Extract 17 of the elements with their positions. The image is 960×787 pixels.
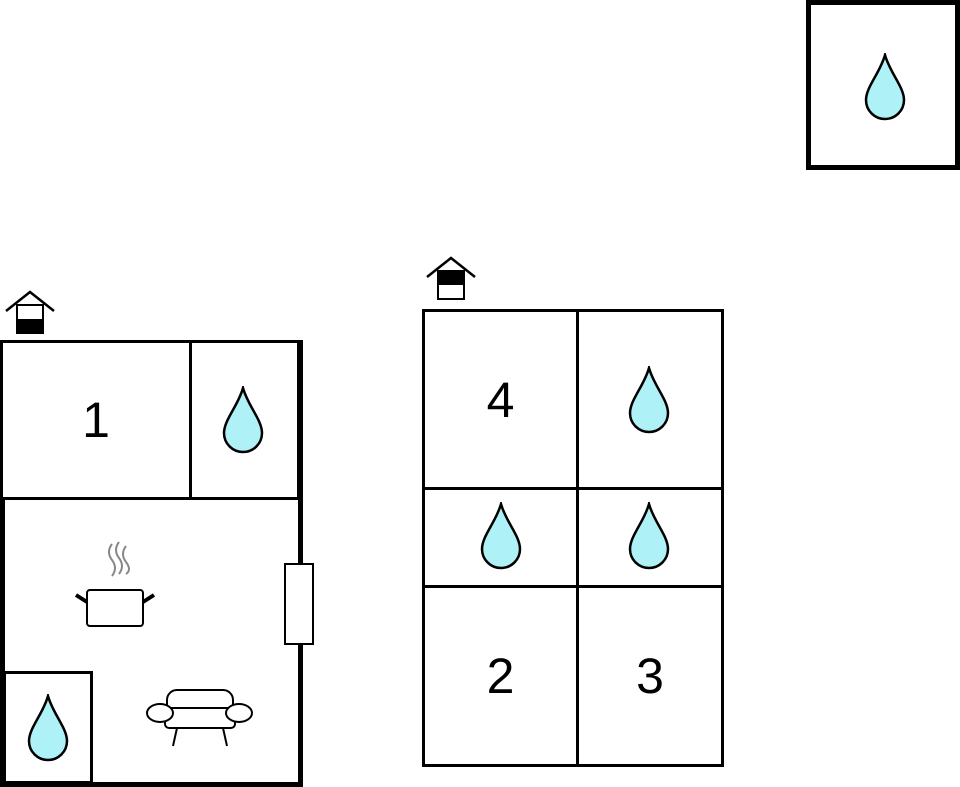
- room-number: 4: [486, 374, 514, 424]
- room-outline: [579, 588, 724, 767]
- window-symbol: [284, 563, 314, 645]
- room-outline: [579, 309, 724, 490]
- room-outline: [192, 340, 300, 500]
- building-outline: [806, 0, 960, 170]
- room-outline: [422, 490, 579, 588]
- room-outline: [579, 490, 724, 588]
- room-number: 2: [486, 651, 514, 701]
- building-outline: [0, 340, 303, 787]
- room-outline: [422, 588, 579, 767]
- room-outline: [3, 671, 93, 784]
- room-outline: [0, 340, 192, 500]
- building-outline: [422, 309, 724, 767]
- room-outline: [422, 309, 579, 490]
- room-number: 1: [82, 395, 110, 445]
- room-number: 3: [636, 651, 664, 701]
